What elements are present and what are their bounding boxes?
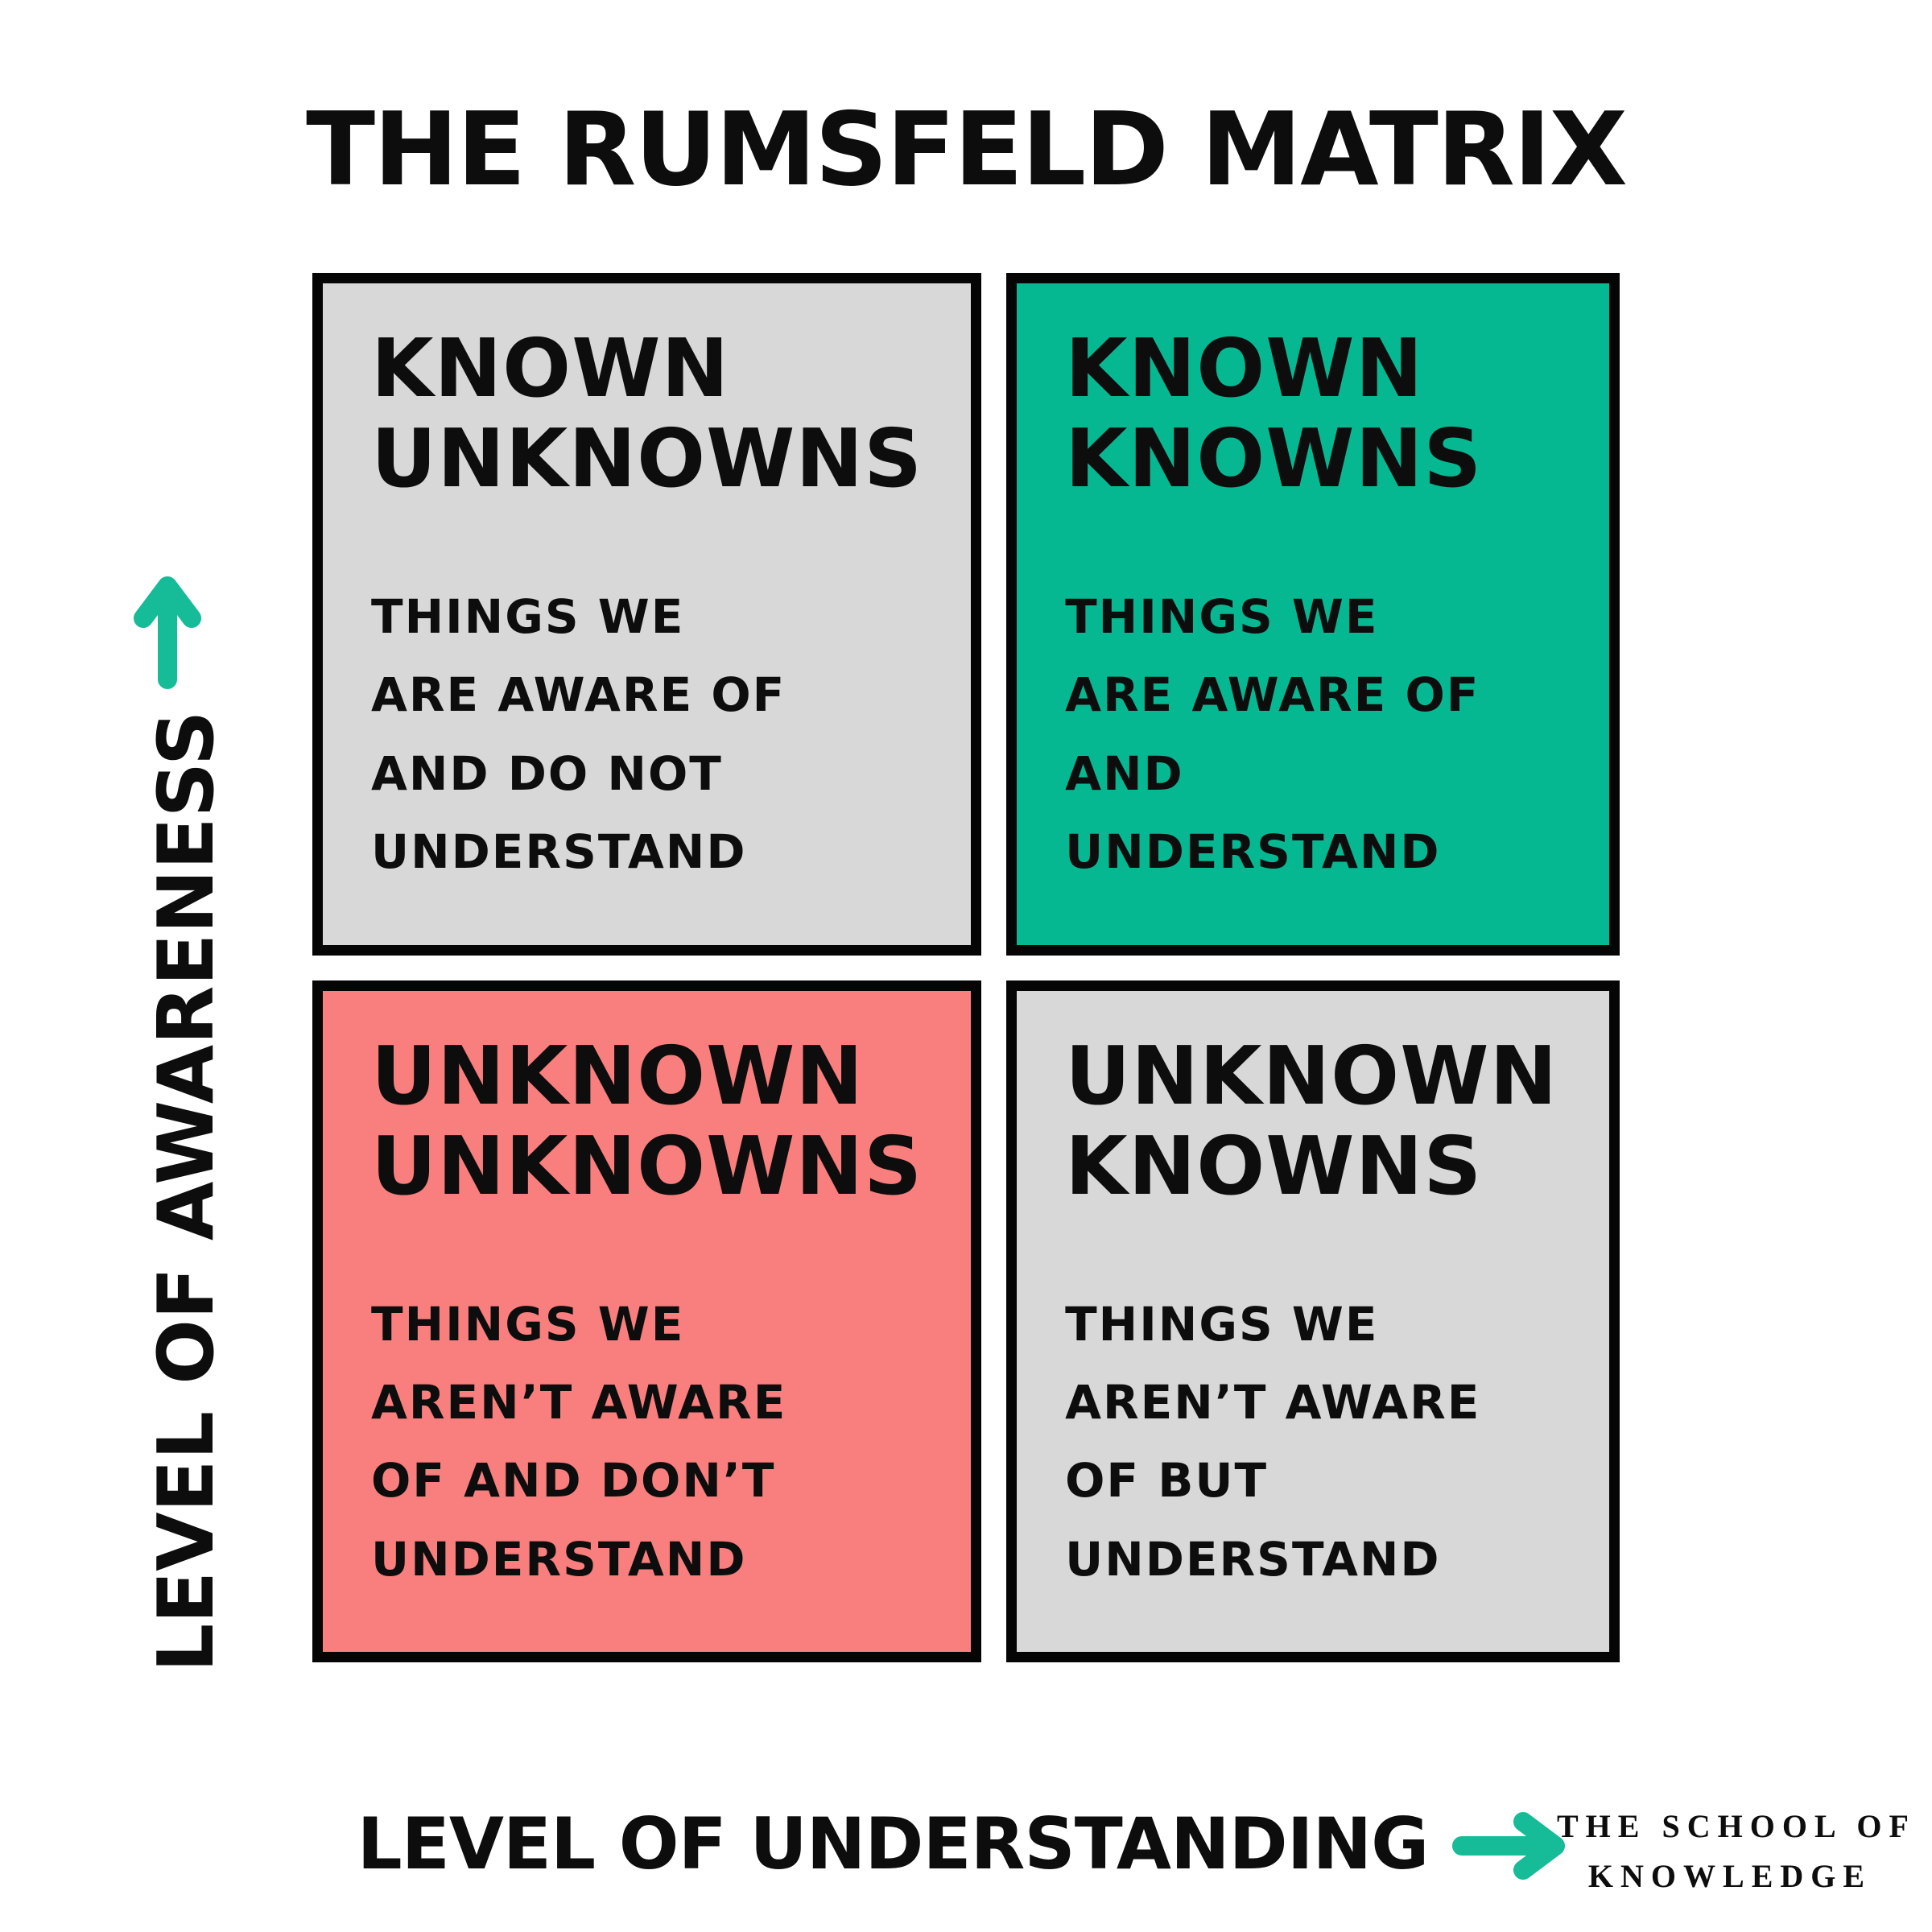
brand-text: THE SCHOOL OF KNOWLEDGE: [1557, 1802, 1916, 1901]
quadrant-unknown-unknowns: UNKNOWN UNKNOWNS THINGS WE AREN’T AWARE …: [312, 980, 982, 1662]
quadrant-known-knowns: KNOWN KNOWNS THINGS WE ARE AWARE OF AND …: [1006, 273, 1620, 956]
quadrant-title-unknown-unknowns: UNKNOWN UNKNOWNS: [371, 1028, 923, 1213]
right-arrow-icon: [1452, 1809, 1575, 1883]
quadrant-grid: KNOWN UNKNOWNS THINGS WE ARE AWARE OF AN…: [312, 273, 1620, 1662]
page-title: THE RUMSFELD MATRIX: [306, 90, 1628, 208]
quadrant-body-known-unknowns: THINGS WE ARE AWARE OF AND DO NOT UNDERS…: [371, 589, 786, 880]
x-axis-label: LEVEL OF UNDERSTANDING: [357, 1802, 1430, 1885]
brand-line-2: KNOWLEDGE: [1587, 1858, 1872, 1894]
y-axis-label: LEVEL OF AWARENESS: [142, 710, 231, 1673]
up-arrow-icon: [134, 567, 201, 689]
x-axis: LEVEL OF UNDERSTANDING: [0, 1797, 1932, 1890]
quadrant-body-known-knowns: THINGS WE ARE AWARE OF AND UNDERSTAND: [1065, 589, 1480, 880]
brand-line-1: THE SCHOOL OF: [1557, 1808, 1916, 1844]
quadrant-title-known-knowns: KNOWN KNOWNS: [1065, 321, 1483, 506]
quadrant-title-unknown-knowns: UNKNOWN KNOWNS: [1065, 1028, 1558, 1213]
quadrant-known-unknowns: KNOWN UNKNOWNS THINGS WE ARE AWARE OF AN…: [312, 273, 982, 956]
quadrant-body-unknown-knowns: THINGS WE AREN’T AWARE OF BUT UNDERSTAND: [1065, 1296, 1481, 1587]
quadrant-body-unknown-unknowns: THINGS WE AREN’T AWARE OF AND DON’T UNDE…: [371, 1296, 787, 1587]
quadrant-title-known-unknowns: KNOWN UNKNOWNS: [371, 321, 923, 506]
quadrant-unknown-knowns: UNKNOWN KNOWNS THINGS WE AREN’T AWARE OF…: [1006, 980, 1620, 1662]
